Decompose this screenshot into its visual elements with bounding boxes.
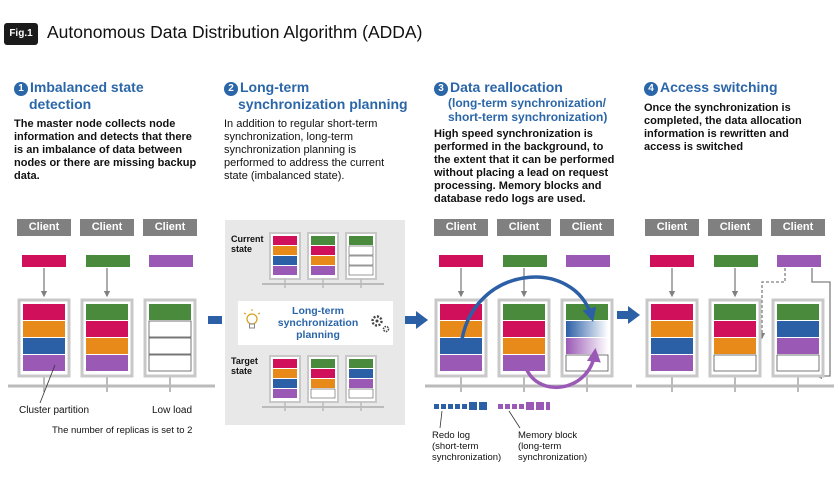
client-label: Client [91, 221, 123, 233]
desc-line: High speed synchronization is [434, 128, 593, 140]
client-box [17, 219, 71, 236]
memory-block-line3: synchronization) [518, 452, 588, 463]
memory-block-line1: Memory block [518, 430, 578, 441]
connector-bar [208, 316, 222, 324]
section-3-subtitle-line2: short-term synchronization) [448, 110, 608, 124]
desc-line: performed in the background, to [434, 141, 604, 153]
current-state-label: Current state [231, 234, 264, 254]
client-label: Client [445, 221, 477, 233]
section-1-diagram [8, 219, 215, 404]
current-state-line1: Current [231, 234, 264, 244]
desc-line: processing. Memory blocks and [434, 180, 602, 192]
current-state-line2: state [231, 244, 253, 254]
client-label: Client [782, 221, 814, 233]
desc-line: data. [14, 170, 40, 182]
planning-line1: Long-term [292, 305, 344, 317]
client-label: Client [154, 221, 186, 233]
memory-block-line2: (long-term [518, 441, 562, 452]
replicas-note: The number of replicas is set to 2 [52, 425, 193, 436]
desc-line: In addition to regular short-term [224, 118, 378, 130]
desc-line: database redo logs are used. [434, 193, 586, 205]
section-1-title-line1: Imbalanced state [30, 79, 144, 95]
client-label: Client [656, 221, 688, 233]
request-bar [149, 255, 193, 267]
memory-block-label: Memory block (long-term synchronization) [518, 430, 587, 463]
planning-line3: planning [296, 329, 340, 341]
target-state-label: Target state [231, 356, 258, 376]
desc-line: Once the synchronization is [644, 102, 791, 114]
desc-line: state (imbalanced state). [224, 170, 345, 182]
section-2-diagram [243, 232, 390, 411]
section-1-title-line2: detection [29, 96, 92, 112]
gear-icon [371, 315, 390, 333]
redo-log-label: Redo log (short-term synchronization) [432, 430, 501, 463]
client-label: Client [571, 221, 603, 233]
desc-line: is an imbalance of data between [14, 144, 183, 156]
section-3-description: High speed synchronization is performed … [434, 128, 634, 206]
section-3-diagram [425, 219, 632, 429]
client-label: Client [28, 221, 60, 233]
client-box [143, 219, 197, 236]
connector-arrow [405, 311, 428, 329]
section-2-description: In addition to regular short-term synchr… [224, 118, 424, 183]
client-box [80, 219, 134, 236]
section-4-diagram [636, 219, 834, 392]
desc-line: The master node collects node [14, 118, 176, 130]
target-state-line1: Target [231, 356, 258, 366]
lightbulb-icon [243, 309, 261, 329]
desc-line: information is rewritten and [644, 128, 789, 140]
target-state-line2: state [231, 366, 253, 376]
cluster-partition-label: Cluster partition [19, 405, 90, 416]
desc-line: synchronization, long-term [224, 131, 354, 143]
desc-line: information and detects that there [14, 131, 192, 143]
section-2-title-line2: synchronization planning [238, 96, 408, 112]
section-1-description: The master node collects node informatio… [14, 118, 214, 183]
section-4-title-line1: Access switching [660, 79, 778, 95]
step-number-4: 4 [644, 82, 658, 96]
desc-line: without placing a lead on request [434, 167, 609, 179]
desc-line: nodes or there are missing backup [14, 157, 197, 169]
redo-log-line2: (short-term [432, 441, 479, 452]
planning-line2: synchronization [277, 317, 359, 329]
client-label: Client [719, 221, 751, 233]
redo-log-line3: synchronization) [432, 452, 502, 463]
memory-blocks [498, 402, 550, 410]
desc-line: synchronization planning is [224, 144, 357, 156]
desc-line: completed, the data allocation [644, 115, 802, 127]
desc-line: the extent that it can be performed [434, 154, 615, 166]
section-2-title-line1: Long-term [240, 79, 310, 95]
section-3-subtitle-line1: (long-term synchronization/ [448, 96, 607, 110]
page-title: Autonomous Data Distribution Algorithm (… [47, 22, 423, 42]
section-3-title-line1: Data reallocation [450, 79, 563, 95]
redo-log-line1: Redo log [432, 430, 471, 441]
desc-line: performed to address the current [224, 157, 385, 169]
step-number-3: 3 [434, 82, 448, 96]
planning-label: Long-term synchronization planning [258, 305, 378, 341]
planning-box [238, 301, 393, 345]
request-bar [86, 255, 130, 267]
section-4-description: Once the synchronization is completed, t… [644, 102, 834, 154]
step-number-1: 1 [14, 82, 28, 96]
figure-badge: Fig.1 [4, 23, 38, 45]
connector-arrow [617, 306, 640, 324]
client-label: Client [508, 221, 540, 233]
step-number-2: 2 [224, 82, 238, 96]
request-bar [22, 255, 66, 267]
redo-log-blocks [434, 402, 487, 410]
desc-line: access is switched [644, 141, 744, 153]
low-load-label: Low load [152, 405, 193, 416]
